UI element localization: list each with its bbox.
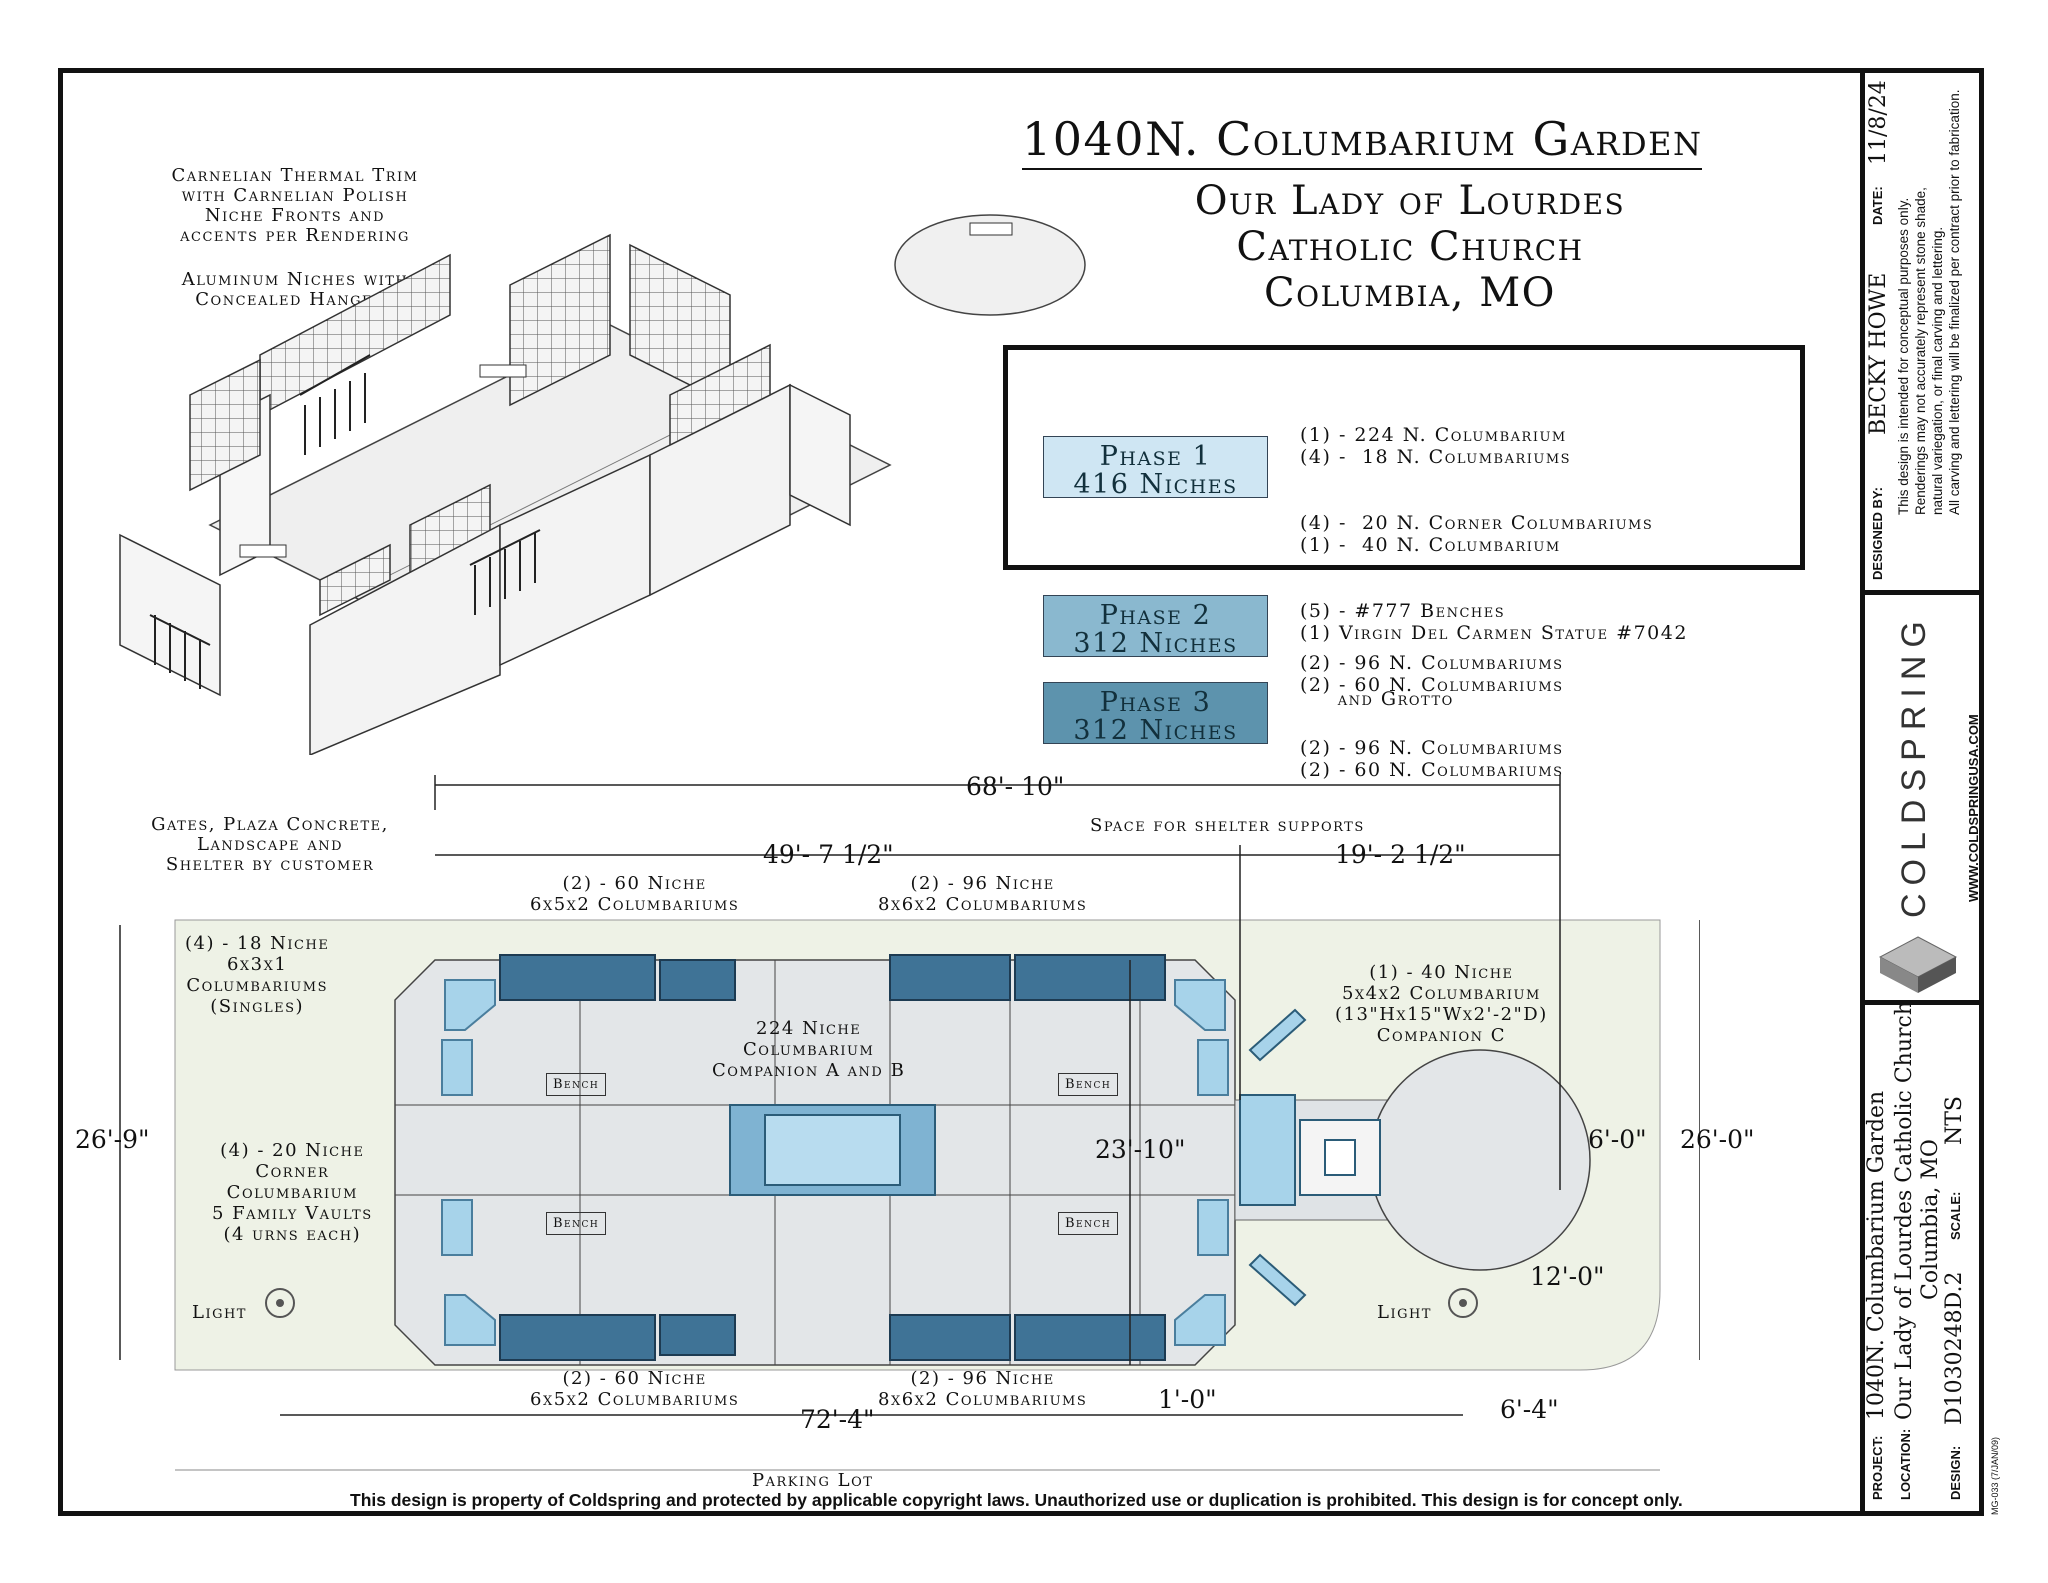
- phase-2-items: (2) - 96 N. Columbariums(2) - 60 N. Colu…: [1300, 652, 1564, 696]
- scale-value: NTS: [1942, 1096, 1967, 1145]
- website: WWW.COLDSPRINGUSA.COM: [1966, 714, 1981, 902]
- church-line-1: Our Lady of Lourdes: [1194, 178, 1626, 224]
- dim-left-width: 49'- 7 1/2": [763, 840, 894, 869]
- designed-by-label: DESIGNED BY:: [1870, 487, 1885, 580]
- site-plan: [119, 775, 1700, 1471]
- disclaimer: This design is intended for conceptual p…: [1896, 89, 1962, 515]
- project-label: PROJECT:: [1870, 1435, 1885, 1500]
- title-block-divider: [1860, 1000, 1984, 1005]
- dim-offset-6-4: 6'-4": [1500, 1395, 1559, 1424]
- design-number: D1030248D.2: [1942, 1271, 1967, 1425]
- designed-by: BECKY HOWE: [1866, 272, 1891, 435]
- light-label: Light: [192, 1302, 247, 1323]
- bench-label: Bench: [1058, 1073, 1119, 1096]
- dim-offset-12: 12'-0": [1530, 1262, 1605, 1291]
- dim-bottom-width: 72'-4": [800, 1405, 875, 1434]
- church-line-2: Catholic Church: [1236, 224, 1584, 270]
- location-label: LOCATION:: [1898, 1428, 1913, 1500]
- dim-right-width: 19'- 2 1/2": [1335, 840, 1466, 869]
- copyright-notice: This design is property of Coldspring an…: [350, 1490, 1683, 1510]
- dim-offset-1: 1'-0": [1158, 1385, 1217, 1414]
- dim-inner-height: 23'-10": [1095, 1135, 1186, 1164]
- title-block-divider: [1860, 590, 1984, 595]
- coldspring-logo-icon: [1878, 936, 1958, 993]
- project-name: 1040N. Columbarium Garden: [1864, 1090, 1889, 1420]
- dim-radius: 6'-0": [1588, 1125, 1647, 1154]
- shelter-label: Space for shelter supports: [1090, 815, 1365, 836]
- light-label: Light: [1377, 1302, 1432, 1323]
- isometric-rendering: [119, 214, 1086, 755]
- date: 11/8/24: [1866, 80, 1891, 165]
- form-code: MG-033 (7/JAN/09): [1990, 1436, 2000, 1515]
- phase-1-items: (1) - 224 N. Columbarium(4) - 18 N. Colu…: [1300, 424, 1688, 710]
- phase-3-items: (2) - 96 N. Columbariums(2) - 60 N. Colu…: [1300, 737, 1564, 781]
- parking-lot-label: Parking Lot: [752, 1470, 874, 1491]
- drawing-title: 1040N. Columbarium Garden: [1022, 112, 1703, 170]
- date-label: DATE:: [1870, 186, 1885, 225]
- title-block: [1860, 68, 1984, 1516]
- church-name: Our Lady of Lourdes Catholic Church Colu…: [1060, 178, 1760, 316]
- design-label: DESIGN:: [1948, 1445, 1963, 1500]
- coldspring-logo-text: COLDSPRING: [1895, 613, 1933, 918]
- dim-overall-width: 68'- 10": [966, 772, 1065, 801]
- scale-label: SCALE:: [1948, 1191, 1963, 1240]
- dim-left-height: 26'-9": [75, 1125, 150, 1154]
- location-line-1: Our Lady of Lourdes Catholic Church: [1892, 1000, 1917, 1420]
- location-line-2: Columbia, MO: [1918, 1139, 1943, 1300]
- bench-label: Bench: [546, 1073, 607, 1096]
- bench-label: Bench: [1058, 1212, 1119, 1235]
- bench-label: Bench: [546, 1212, 607, 1235]
- phase-1-box: [1003, 345, 1805, 570]
- church-line-3: Columbia, MO: [1264, 270, 1556, 316]
- dim-right-height: 26'-0": [1680, 1125, 1755, 1154]
